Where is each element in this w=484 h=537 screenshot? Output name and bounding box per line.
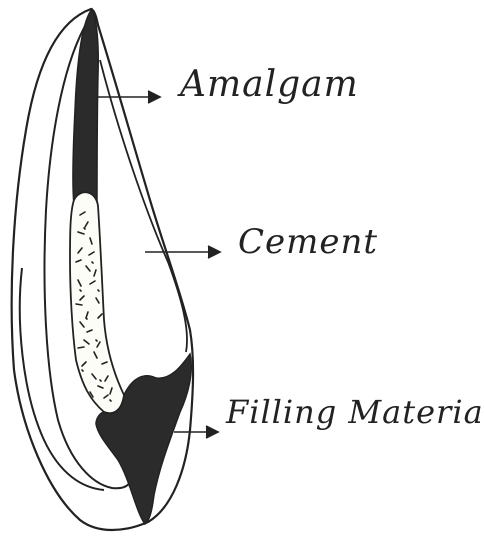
filling-arrowhead: [206, 426, 218, 438]
filling-material-label: Filling Material: [226, 393, 484, 431]
cement-arrowhead: [208, 246, 220, 258]
amalgam-label: Amalgam: [180, 64, 359, 105]
amalgam-arrowhead: [148, 91, 160, 103]
cement-label: Cement: [238, 222, 378, 262]
